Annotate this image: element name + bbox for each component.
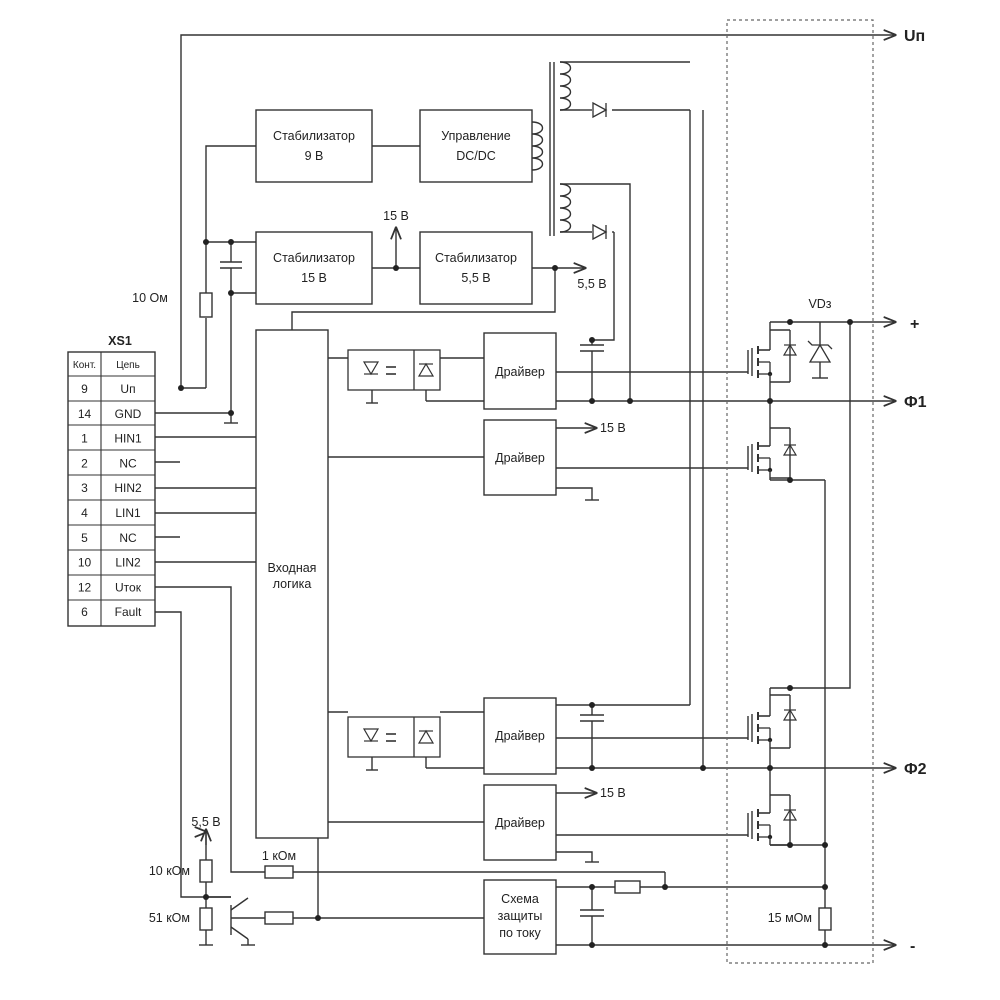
- connector-pin: 12: [78, 580, 92, 594]
- rectifier-diode-1-icon: [592, 102, 607, 118]
- connector-pin: 6: [81, 605, 88, 619]
- connector-net: Uток: [115, 580, 142, 594]
- block-stabilizer-15v-title: Стабилизатор: [273, 251, 355, 265]
- label-1-kohm: 1 кОм: [262, 849, 296, 863]
- connector-net: NC: [119, 531, 137, 545]
- header-net: Цепь: [116, 360, 140, 371]
- rectifier-diode-2-icon: [592, 224, 607, 240]
- connector-net: LIN2: [115, 556, 141, 570]
- connector-net: Uп: [120, 382, 135, 396]
- connector-net: HIN2: [114, 481, 142, 495]
- optocoupler-2-icon: [347, 716, 441, 758]
- block-dcdc-subtitle: DC/DC: [456, 149, 496, 163]
- connector-net: HIN1: [114, 432, 142, 446]
- block-input-logic: Входная логика: [255, 329, 329, 839]
- block-input-logic-subtitle: логика: [273, 577, 312, 591]
- driver-2-label: Драйвер: [495, 451, 545, 465]
- label-vdz: VDз: [808, 297, 831, 311]
- block-stabilizer-5-5v-title: Стабилизатор: [435, 251, 517, 265]
- label-5-5v-fault: 5,5 В: [191, 815, 220, 829]
- block-input-logic-title: Входная: [268, 561, 317, 575]
- block-driver-3: Драйвер: [483, 697, 557, 775]
- mosfet-low-1-icon: [751, 441, 774, 475]
- connector-pin: 3: [81, 481, 88, 495]
- connector-pin: 10: [78, 556, 92, 570]
- label-15v-driver-4: 15 В: [600, 786, 626, 800]
- block-stabilizer-9v-title: Стабилизатор: [273, 129, 355, 143]
- resistor-base: [264, 911, 294, 925]
- connector-net: Fault: [115, 605, 142, 619]
- protection-title-2: защиты: [498, 909, 543, 923]
- connector-pin: 9: [81, 382, 88, 396]
- label-15v-stab: 15 В: [383, 209, 409, 223]
- driver-1-label: Драйвер: [495, 365, 545, 379]
- connector-net: GND: [115, 407, 142, 421]
- block-stabilizer-15v: Стабилизатор 15 В: [255, 231, 373, 305]
- block-stabilizer-5-5v: Стабилизатор 5,5 В: [419, 231, 533, 305]
- label-51-kohm: 51 кОм: [149, 911, 190, 925]
- output-phase-1: Ф1: [904, 394, 927, 411]
- connector-pin: 4: [81, 506, 88, 520]
- block-stabilizer-9v-value: 9 В: [305, 149, 324, 163]
- label-15v-driver-2: 15 В: [600, 421, 626, 435]
- output-minus: -: [910, 938, 915, 955]
- connector-pin: 5: [81, 531, 88, 545]
- label-10-kohm: 10 кОм: [149, 864, 190, 878]
- block-stabilizer-5-5v-value: 5,5 В: [461, 271, 490, 285]
- mosfet-low-2-icon: [751, 808, 774, 842]
- resistor-filter: [614, 880, 641, 894]
- mosfet-high-1-icon: [751, 345, 774, 379]
- block-driver-4: Драйвер: [483, 784, 557, 861]
- block-stabilizer-15v-value: 15 В: [301, 271, 327, 285]
- resistor-1-kohm: [264, 865, 294, 879]
- driver-4-label: Драйвер: [495, 816, 545, 830]
- resistor-10-kohm: [199, 859, 213, 883]
- tvs-diode-icon: [807, 335, 833, 368]
- label-5-5v-out: 5,5 В: [577, 277, 606, 291]
- connector-pin: 14: [78, 407, 92, 421]
- output-phase-2: Ф2: [904, 761, 927, 778]
- mosfet-high-2-icon: [751, 711, 774, 745]
- block-stabilizer-9v: Стабилизатор 9 В: [255, 109, 373, 183]
- connector-pin: 2: [81, 456, 88, 470]
- resistor-shunt-15-mohm: [818, 907, 832, 931]
- resistor-10-ohm: [199, 292, 213, 318]
- connector-net: LIN1: [115, 506, 141, 520]
- connector-net: NC: [119, 456, 137, 470]
- output-plus: +: [910, 316, 919, 333]
- block-driver-2: Драйвер: [483, 419, 557, 496]
- block-dcdc-control: Управление DC/DC: [419, 109, 533, 183]
- block-current-protection: Схема защиты по току: [483, 879, 557, 955]
- connector-pin: 1: [81, 432, 88, 446]
- connector-name: XS1: [108, 334, 132, 348]
- label-10-ohm: 10 Ом: [132, 291, 168, 305]
- protection-title-3: по току: [499, 926, 541, 940]
- header-pin: Конт.: [73, 360, 96, 371]
- label-15-mohm: 15 мОм: [768, 911, 812, 925]
- protection-title-1: Схема: [501, 892, 539, 906]
- block-dcdc-title: Управление: [441, 129, 511, 143]
- output-un: Uп: [904, 28, 925, 45]
- driver-3-label: Драйвер: [495, 729, 545, 743]
- power-module-outline: [726, 19, 874, 964]
- resistor-51-kohm: [199, 907, 213, 931]
- block-driver-1: Драйвер: [483, 332, 557, 410]
- optocoupler-1-icon: [347, 349, 441, 391]
- junction-dots: [178, 239, 853, 948]
